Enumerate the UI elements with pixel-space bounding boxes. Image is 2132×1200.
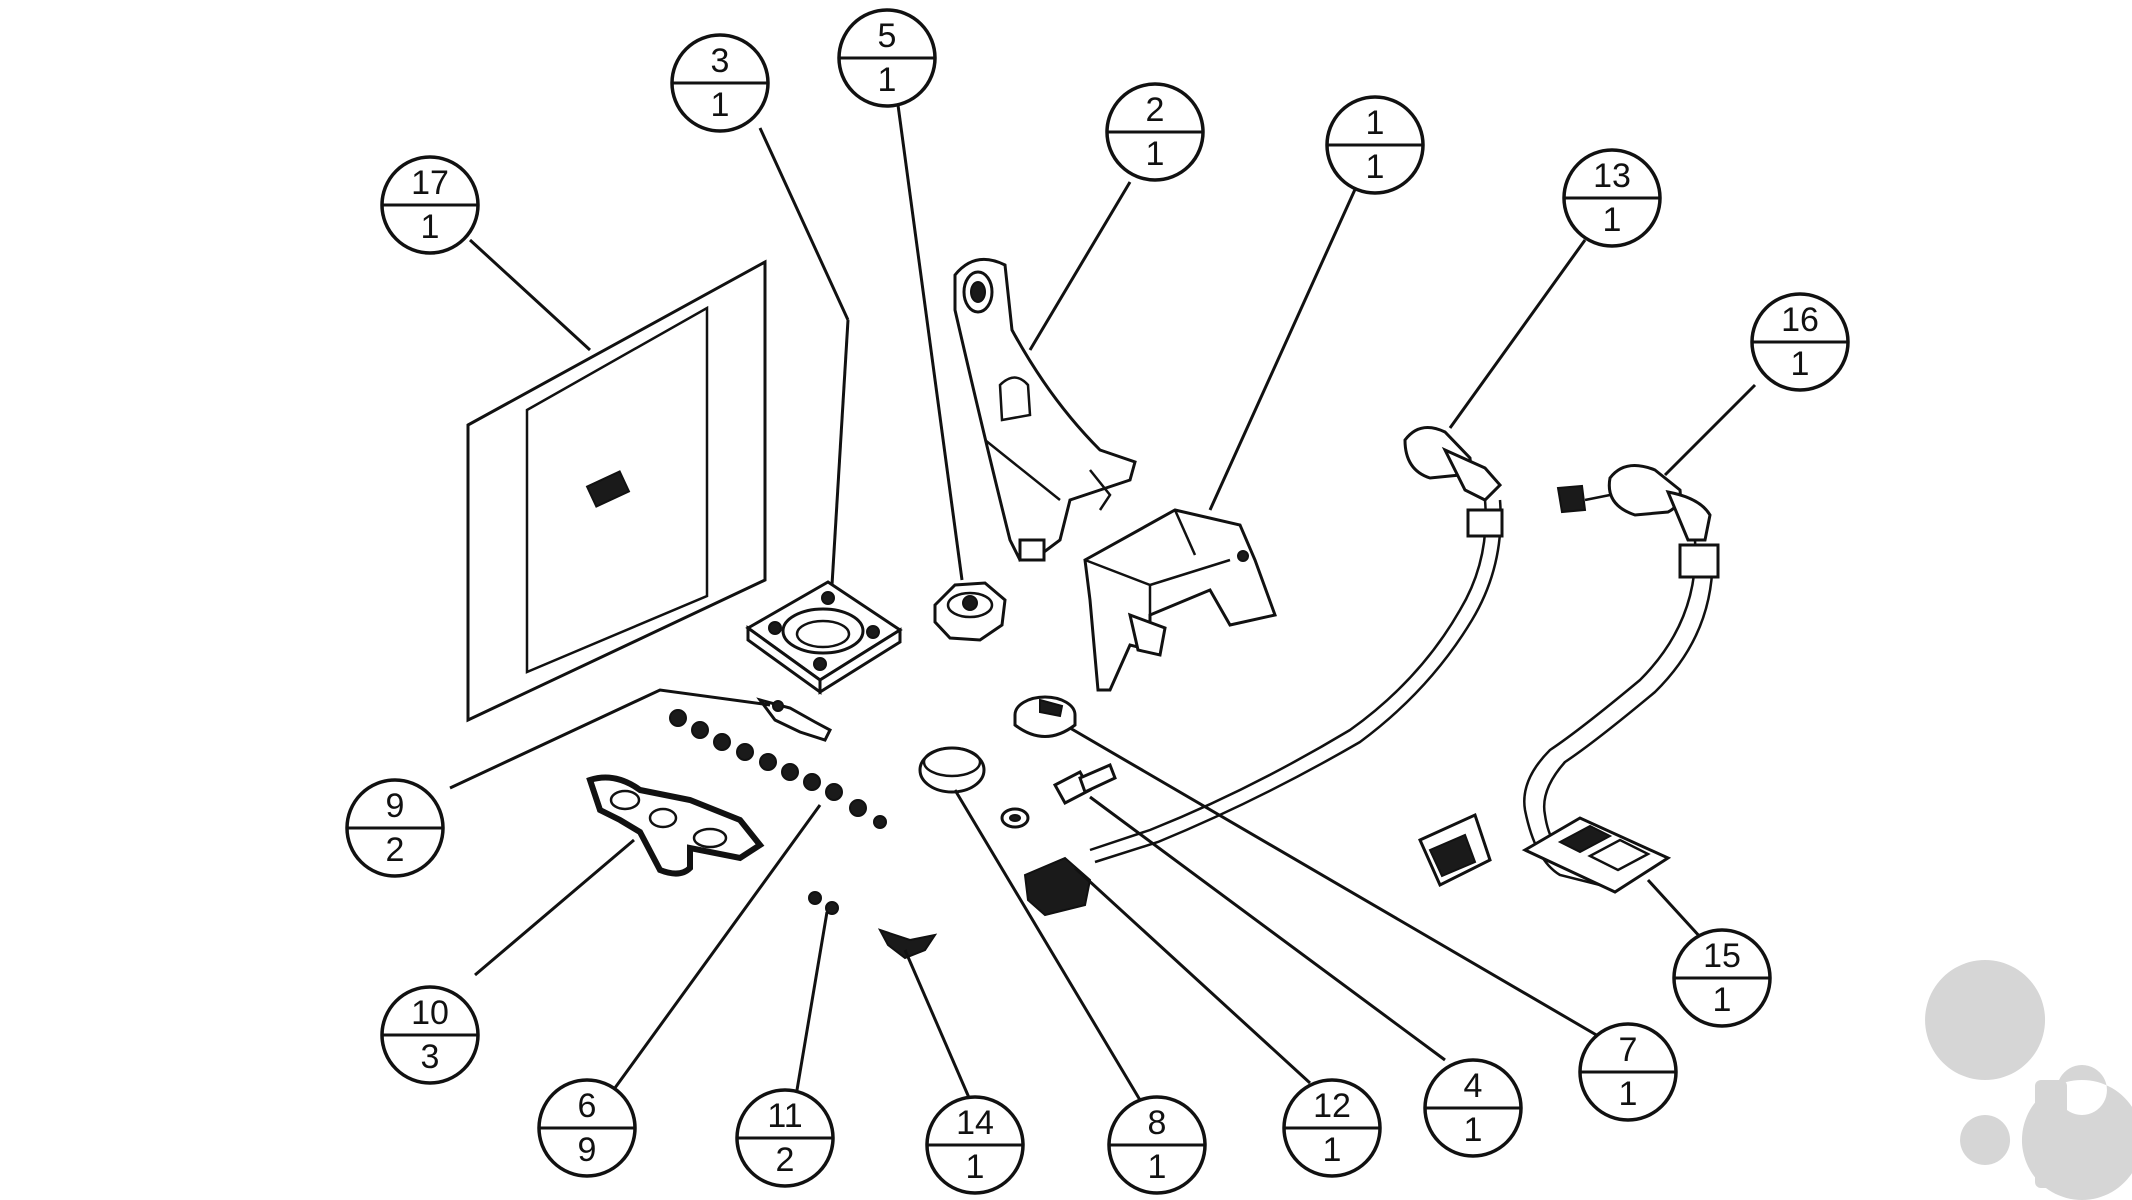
balloon-1-qty: 1 xyxy=(1366,148,1385,186)
balloon-6-item: 6 xyxy=(578,1087,597,1125)
balloon-12-qty: 1 xyxy=(1323,1131,1342,1169)
balloon-15-item: 15 xyxy=(1703,937,1741,975)
balloon-5: 5 1 xyxy=(837,8,937,108)
balloon-5-qty: 1 xyxy=(878,61,897,99)
balloon-7-qty: 1 xyxy=(1619,1075,1638,1113)
part-6-nuts-row xyxy=(669,709,887,829)
part-4-bolt xyxy=(1052,763,1117,806)
balloon-9: 9 2 xyxy=(345,778,445,878)
balloon-3: 3 1 xyxy=(670,33,770,133)
part-8-grommet xyxy=(918,746,986,794)
part-12-switch xyxy=(1000,807,1092,917)
balloon-2-item: 2 xyxy=(1146,91,1165,129)
balloon-13-item: 13 xyxy=(1593,157,1631,195)
balloon-2: 2 1 xyxy=(1105,82,1205,182)
part-2-bracket-arm xyxy=(953,257,1137,562)
balloon-10-qty: 3 xyxy=(421,1038,440,1076)
balloon-15: 15 1 xyxy=(1672,928,1772,1028)
balloon-3-qty: 1 xyxy=(711,86,730,124)
watermark-logo xyxy=(1925,960,2132,1200)
balloon-16-item: 16 xyxy=(1781,301,1819,339)
part-17-panel xyxy=(466,259,767,723)
balloon-12-item: 12 xyxy=(1313,1087,1351,1125)
balloon-14: 14 1 xyxy=(925,1095,1025,1195)
balloon-5-item: 5 xyxy=(878,17,897,55)
part-1-mount-bracket xyxy=(1083,508,1277,692)
balloon-6: 6 9 xyxy=(537,1078,637,1178)
balloon-3-item: 3 xyxy=(711,42,730,80)
balloon-4: 4 1 xyxy=(1423,1058,1523,1158)
balloon-1: 1 1 xyxy=(1325,95,1425,195)
balloon-8: 8 1 xyxy=(1107,1095,1207,1195)
balloon-8-item: 8 xyxy=(1148,1104,1167,1142)
balloon-7: 7 1 xyxy=(1578,1022,1678,1122)
part-10-gasket xyxy=(586,774,765,877)
balloon-4-item: 4 xyxy=(1464,1067,1483,1105)
balloon-9-item: 9 xyxy=(386,787,405,825)
balloon-17-item: 17 xyxy=(411,164,449,202)
balloon-17-qty: 1 xyxy=(421,208,440,246)
balloon-17: 17 1 xyxy=(380,155,480,255)
part-7-cap xyxy=(1013,695,1077,738)
part-11-nut xyxy=(808,891,839,915)
balloon-2-qty: 1 xyxy=(1146,135,1165,173)
balloon-1-item: 1 xyxy=(1366,104,1385,142)
balloon-9-qty: 2 xyxy=(386,831,405,869)
balloon-13-qty: 1 xyxy=(1603,201,1622,239)
balloon-8-qty: 1 xyxy=(1148,1148,1167,1186)
part-5-knob xyxy=(933,581,1007,642)
leader-lines xyxy=(449,104,1757,1101)
balloon-11: 11 2 xyxy=(735,1088,835,1188)
part-3-flange xyxy=(745,580,903,695)
balloon-11-item: 11 xyxy=(767,1097,802,1135)
balloon-13: 13 1 xyxy=(1562,148,1662,248)
balloon-14-qty: 1 xyxy=(966,1148,985,1186)
balloon-7-item: 7 xyxy=(1619,1031,1638,1069)
part-9-bolt xyxy=(756,697,832,742)
part-13-harness xyxy=(1089,426,1504,864)
balloon-10: 10 3 xyxy=(380,985,480,1085)
balloon-4-qty: 1 xyxy=(1464,1111,1483,1149)
part-16-harness xyxy=(1418,464,1720,888)
balloon-11-qty: 2 xyxy=(776,1141,795,1179)
part-15-label-plate xyxy=(1521,816,1672,894)
balloon-10-item: 10 xyxy=(411,994,449,1032)
balloon-15-qty: 1 xyxy=(1713,981,1732,1019)
balloon-16: 16 1 xyxy=(1750,292,1850,392)
balloon-16-qty: 1 xyxy=(1791,345,1810,383)
balloon-6-qty: 9 xyxy=(578,1131,597,1169)
part-14-clip xyxy=(877,928,938,960)
balloon-14-item: 14 xyxy=(956,1104,994,1142)
balloon-12: 12 1 xyxy=(1282,1078,1382,1178)
